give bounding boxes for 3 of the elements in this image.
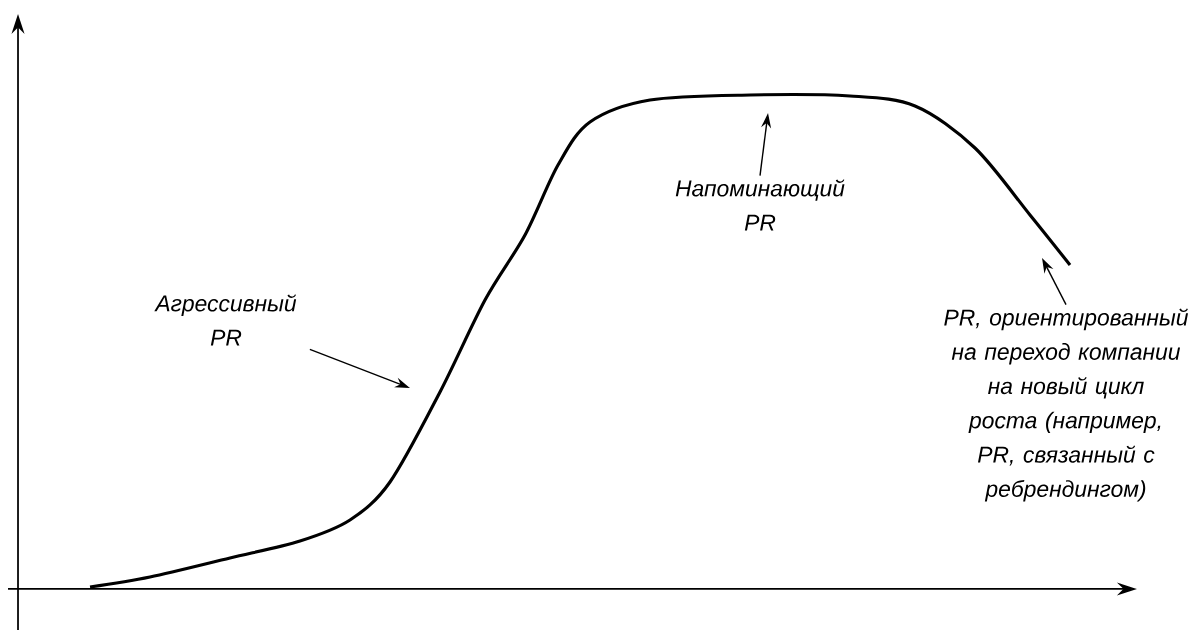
text-label: Напоминающий PR	[675, 179, 845, 231]
text-label: Агрессивный PR	[154, 294, 297, 346]
text-label: PR, ориентированный на переход компании на новый цикл роста (например, PR, связанный с ребрендингом)	[944, 308, 1188, 502]
